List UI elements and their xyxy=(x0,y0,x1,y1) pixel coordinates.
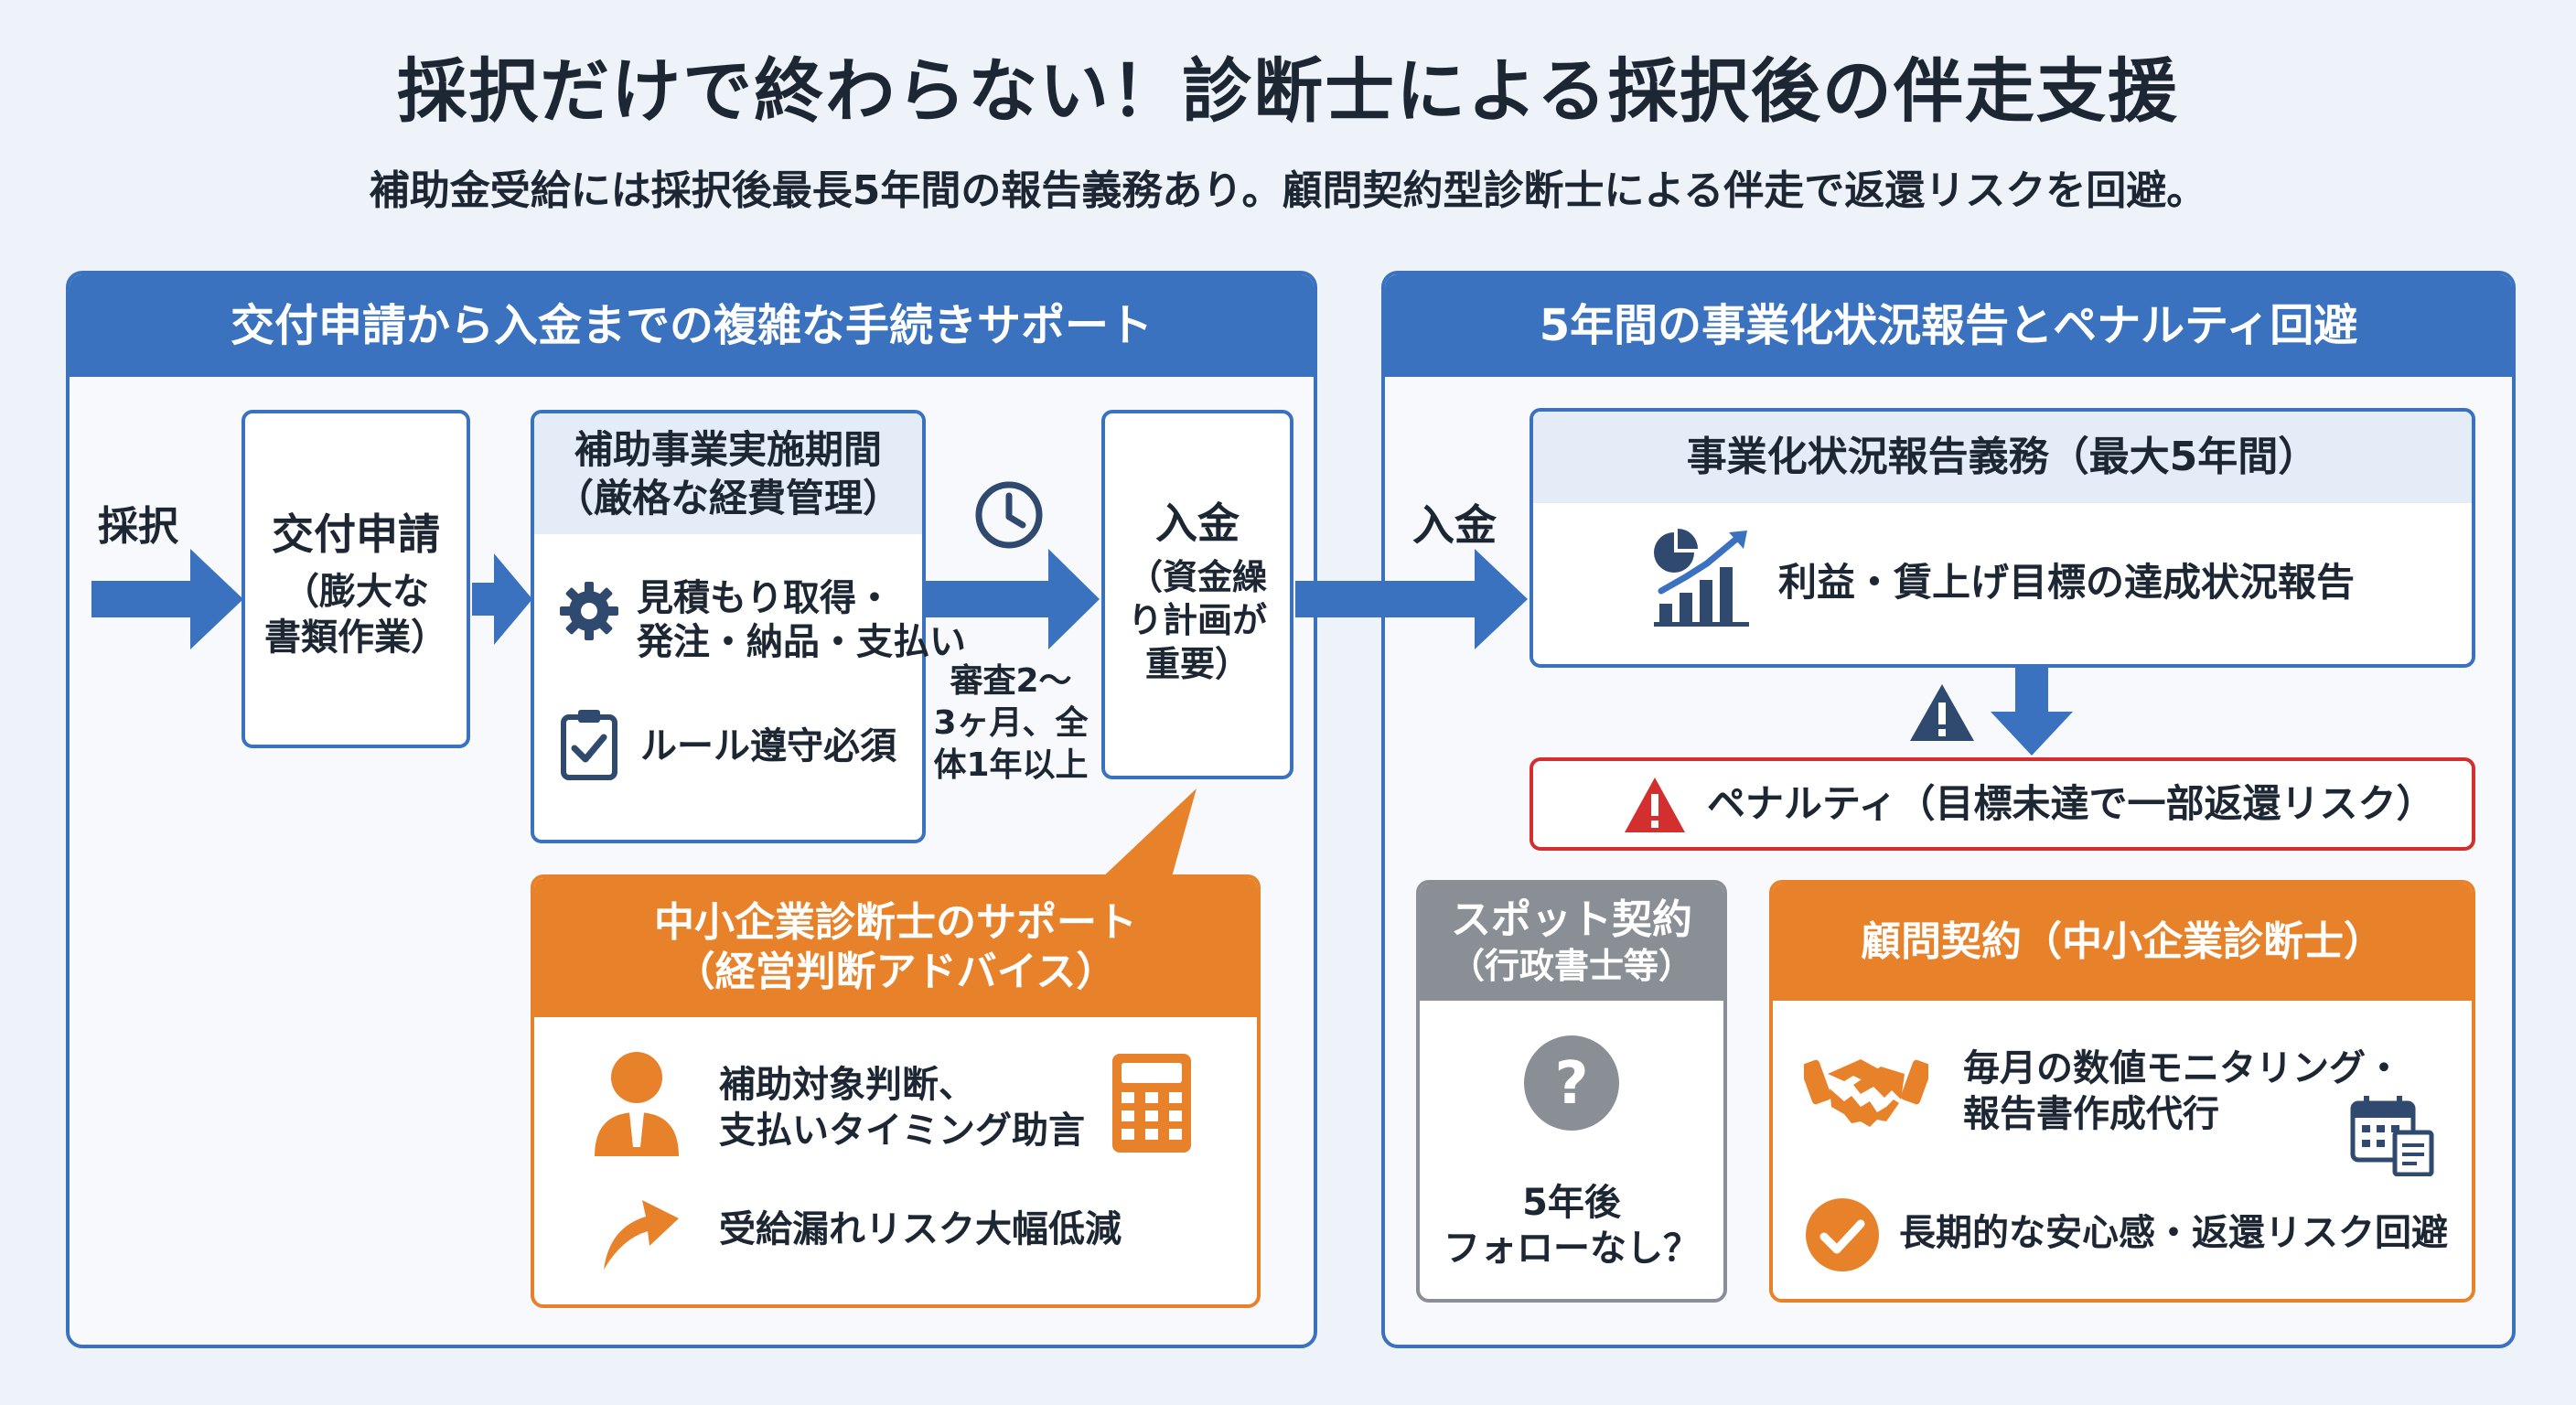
calendar-icon xyxy=(2350,1096,2434,1176)
report-item: 利益・賃上げ目標の達成状況報告 xyxy=(1778,560,2356,605)
start-label-adoption: 採択 xyxy=(98,503,178,550)
step-implementation-title-1: 補助事業実施期間 xyxy=(574,427,882,472)
step-payment-note-1: （資金繰 xyxy=(1127,556,1267,597)
support-item-2: 受給漏れリスク大幅低減 xyxy=(719,1208,1122,1250)
warning-icon xyxy=(1910,684,1974,741)
penalty-box xyxy=(1530,757,2475,851)
flow-arrow xyxy=(1295,549,1528,649)
page-subtitle: 補助金受給には採択後最長5年間の報告義務あり。顧問契約型診断士による伴走で返還リ… xyxy=(369,167,2207,214)
arrow-up-icon xyxy=(604,1200,679,1270)
step-payment-note-3: 重要） xyxy=(1144,643,1250,684)
support-item-1-line-1: 補助対象判断、 xyxy=(719,1064,975,1106)
speech-bubble-pointer xyxy=(1100,788,1197,880)
clipboard-check-icon xyxy=(561,710,617,780)
flow-arrow xyxy=(91,549,243,649)
handshake-icon xyxy=(1804,1059,1928,1127)
report-title: 事業化状況報告義務（最大5年間） xyxy=(1533,412,2472,503)
calculator-icon xyxy=(1112,1054,1191,1153)
advisory-contract-title: 顧問契約（中小企業診断士） xyxy=(1773,884,2472,1001)
advisory-item-2: 長期的な安心感・返還リスク回避 xyxy=(1899,1212,2448,1254)
step-application-note-1: （膨大な xyxy=(283,570,429,613)
advisory-item-1-line-1: 毎月の数値モニタリング・ xyxy=(1963,1047,2402,1089)
implementation-item-1-line-1: 見積もり取得・ xyxy=(637,577,893,619)
right-panel-header: 5年間の事業化状況報告とペナルティ回避 xyxy=(1385,274,2512,377)
spot-contract-header: スポット契約 （行政書士等） xyxy=(1420,884,1723,1001)
step-application-box: 交付申請 （膨大な 書類作業） xyxy=(242,410,470,748)
support-item-1-line-2: 支払いタイミング助言 xyxy=(719,1110,1085,1152)
right-start-label-payment: 入金 xyxy=(1412,500,1497,550)
question-icon: ? xyxy=(1524,1035,1619,1131)
spot-contract-note-1: 5年後 xyxy=(1522,1182,1621,1224)
duration-line-1: 審査2〜 xyxy=(950,662,1072,700)
spot-contract-title-2: （行政書士等） xyxy=(1449,946,1693,986)
flow-arrow xyxy=(926,549,1100,649)
gear-icon xyxy=(560,582,618,640)
clock-icon xyxy=(975,481,1043,549)
step-payment-note-2: り計画が xyxy=(1127,600,1267,640)
spot-contract-note-2: フォローなし？ xyxy=(1444,1228,1700,1270)
warning-icon xyxy=(1625,778,1685,832)
step-implementation-title-2: （厳格な経費管理） xyxy=(554,475,901,520)
person-icon xyxy=(595,1052,679,1156)
page-title: 採択だけで終わらない！診断士による採択後の伴走支援 xyxy=(397,50,2179,132)
left-panel-header: 交付申請から入金までの複雑な手続きサポート xyxy=(70,274,1314,377)
step-payment-title: 入金 xyxy=(1155,499,1240,548)
duration-line-2: 3ヶ月、全 xyxy=(933,704,1089,742)
flow-arrow-down xyxy=(1991,668,2073,756)
implementation-item-1-line-2: 発注・納品・支払い xyxy=(637,621,966,663)
svg-text:?: ? xyxy=(1554,1050,1588,1118)
chart-icon xyxy=(1654,529,1749,627)
advisory-contract-panel: 顧問契約（中小企業診断士） xyxy=(1769,880,2475,1303)
spot-contract-title-1: スポット契約 xyxy=(1451,896,1692,943)
step-application-title: 交付申請 xyxy=(272,509,440,559)
penalty-text: ペナルティ（目標未達で一部返還リスク） xyxy=(1707,781,2435,826)
duration-line-3: 体1年以上 xyxy=(933,746,1089,784)
step-implementation-header: 補助事業実施期間 （厳格な経費管理） xyxy=(534,413,922,534)
advisory-item-1-line-2: 報告書作成代行 xyxy=(1963,1093,2219,1135)
step-application-note-2: 書類作業） xyxy=(264,616,447,659)
check-circle-icon xyxy=(1806,1198,1879,1271)
support-title-1: 中小企業診断士のサポート xyxy=(654,899,1137,946)
step-implementation-box: 補助事業実施期間 （厳格な経費管理） xyxy=(531,410,926,843)
support-title-2: （経営判断アドバイス） xyxy=(674,949,1117,995)
support-header: 中小企業診断士のサポート （経営判断アドバイス） xyxy=(534,878,1257,1017)
flow-arrow xyxy=(472,553,532,645)
step-payment-box: 入金 （資金繰 り計画が 重要） xyxy=(1101,410,1293,779)
implementation-item-2: ルール遵守必須 xyxy=(640,725,896,767)
